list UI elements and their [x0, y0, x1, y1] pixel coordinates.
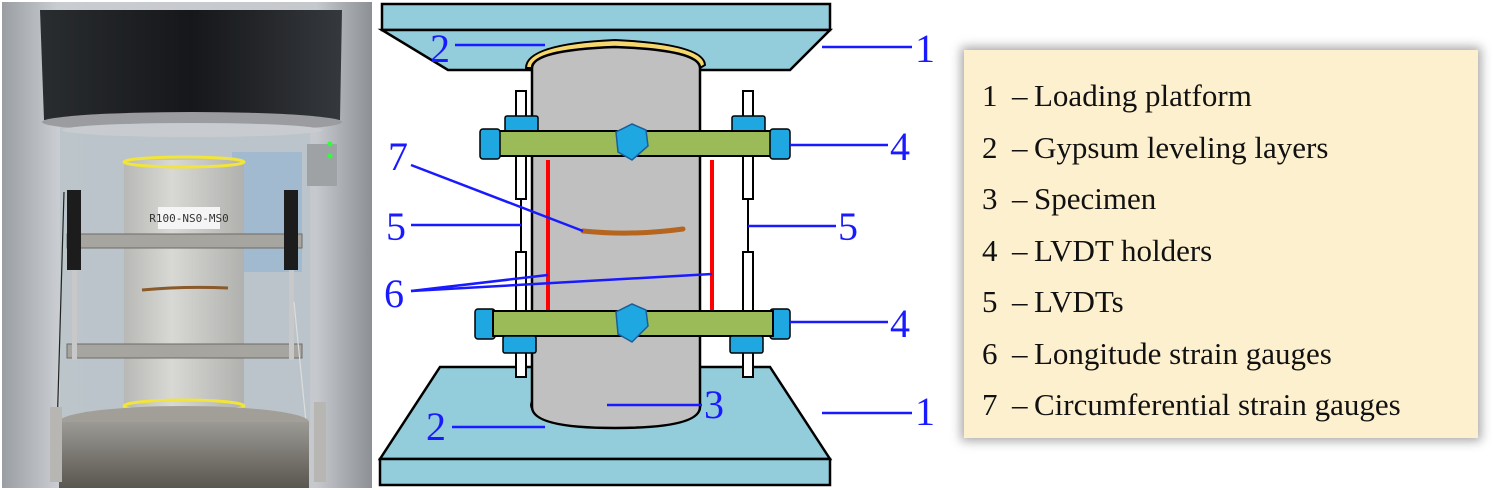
legend-label: Gypsum leveling layers — [1034, 129, 1329, 165]
photo-lvdt-right — [284, 190, 298, 270]
callout-bottom-platform: 1 — [915, 389, 935, 434]
legend-item: 6–Longitude strain gauges — [982, 328, 1478, 380]
legend-separator: – — [1012, 335, 1028, 371]
callout-specimen: 3 — [704, 382, 724, 427]
legend-label: Circumferential strain gauges — [1034, 387, 1401, 422]
legend-separator: – — [1012, 284, 1028, 319]
specimen-tag: R100-NS0-MS0 — [149, 212, 228, 225]
leader-lines — [410, 43, 912, 429]
legend-label: Longitude strain gauges — [1034, 335, 1332, 371]
legend-item: 5–LVDTs — [982, 276, 1478, 328]
photo-lower-holder — [66, 343, 303, 359]
legend-item: 7–Circumferential strain gauges — [982, 379, 1478, 431]
legend-item: 3–Specimen — [982, 173, 1478, 225]
callout-longitude-gauges: 6 — [384, 271, 404, 316]
bottom-lvdt-holder — [474, 303, 791, 354]
legend-number: 6 — [982, 335, 998, 371]
sensor-box — [307, 144, 337, 186]
callout-circumferential-gauge: 7 — [388, 134, 408, 179]
legend-number: 1 — [982, 78, 998, 113]
legend-item: 4–LVDT holders — [982, 225, 1478, 277]
test-setup-photo: R100-NS0-MS0 — [2, 2, 372, 488]
legend-label: Loading platform — [1034, 78, 1252, 113]
upper-ram — [40, 10, 342, 126]
callout-top-platform: 1 — [915, 26, 935, 71]
photo-specimen — [124, 160, 244, 410]
legend-number: 5 — [982, 284, 998, 319]
callout-left-lvdt: 5 — [386, 204, 406, 249]
callout-top-gypsum: 2 — [430, 26, 450, 71]
top-lvdt-holder — [479, 115, 791, 161]
callout-bottom-holder: 4 — [890, 301, 910, 346]
legend-separator: – — [1012, 78, 1028, 113]
callout-right-lvdt: 5 — [838, 204, 858, 249]
legend-separator: – — [1012, 232, 1028, 268]
photo-upper-holder — [66, 233, 303, 249]
legend-number: 7 — [982, 387, 998, 422]
legend-item: 2–Gypsum leveling layers — [982, 122, 1478, 174]
callout-top-holder: 4 — [890, 124, 910, 169]
specimen — [530, 45, 702, 430]
legend-separator: – — [1012, 387, 1028, 422]
photo-base — [59, 422, 309, 488]
test-setup-schematic: 1 2 4 7 5 5 6 4 3 1 2 — [377, 2, 935, 487]
legend-separator: – — [1012, 181, 1028, 216]
legend-label: LVDT holders — [1034, 232, 1213, 268]
photo-lvdt-left — [67, 190, 81, 270]
circumferential-strain-gauge — [580, 226, 686, 236]
legend-label: Specimen — [1034, 181, 1157, 216]
legend-separator: – — [1012, 129, 1028, 165]
callout-bottom-gypsum: 2 — [426, 404, 446, 449]
legend-box: 1–Loading platform 2–Gypsum leveling lay… — [964, 50, 1478, 438]
legend-number: 4 — [982, 232, 998, 268]
legend-number: 2 — [982, 129, 998, 165]
legend-number: 3 — [982, 181, 998, 216]
legend-item: 1–Loading platform — [982, 70, 1478, 122]
legend-label: LVDTs — [1034, 284, 1124, 319]
